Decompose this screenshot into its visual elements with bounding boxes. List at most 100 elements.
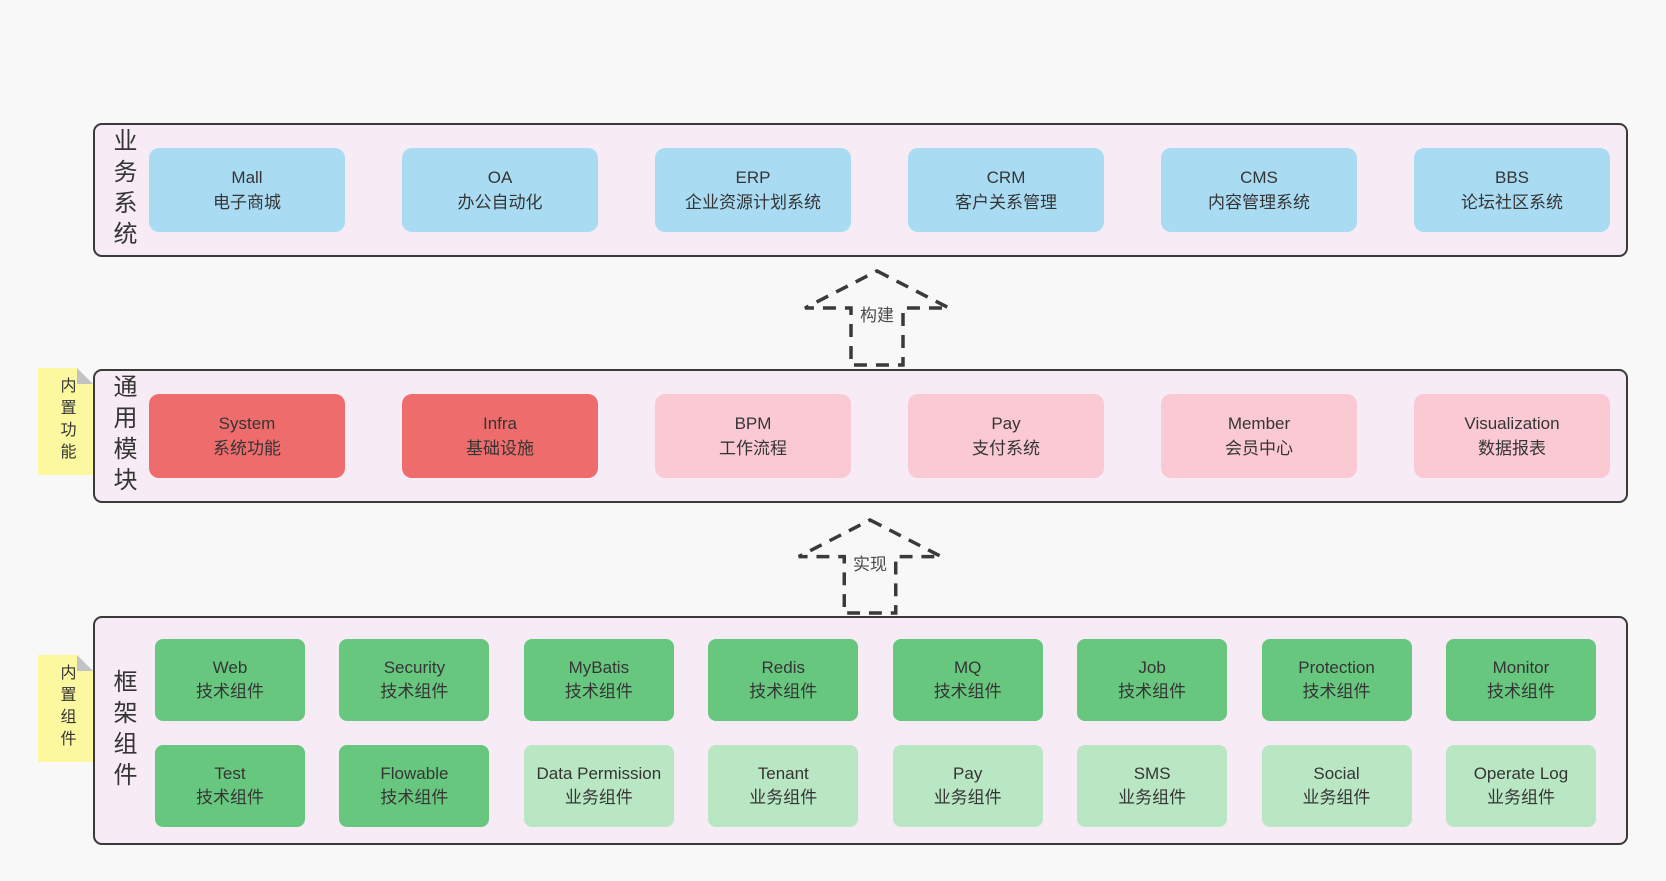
node-bpm: BPM 工作流程: [655, 394, 851, 478]
node-desc: 论坛社区系统: [1461, 193, 1563, 212]
node-name: Pay: [953, 764, 983, 783]
node-desc: 业务组件: [564, 788, 633, 807]
node-desc: 技术组件: [380, 788, 449, 807]
node-web: Web 技术组件: [155, 639, 305, 721]
common-modules-nodes: System 系统功能 Infra 基础设施 BPM 工作流程 Pay 支付系统…: [149, 371, 1610, 501]
node-desc: 数据报表: [1478, 439, 1546, 458]
node-desc: 业务组件: [933, 788, 1002, 807]
band-framework-components-label: 框架组件: [109, 668, 136, 793]
sticky-built-in-components-label: 内置组件: [57, 664, 75, 752]
node-name: ERP: [735, 168, 771, 187]
node-name: Mall: [231, 168, 263, 187]
node-job: Job 技术组件: [1077, 639, 1228, 721]
node-redis: Redis 技术组件: [708, 639, 859, 721]
node-member: Member 会员中心: [1161, 394, 1357, 478]
node-bbs: BBS 论坛社区系统: [1414, 148, 1610, 232]
node-desc: 技术组件: [933, 682, 1002, 701]
up-arrow-implement-icon: 实现: [795, 517, 945, 616]
node-name: Member: [1227, 414, 1291, 433]
sticky-built-in-components: 内置组件: [38, 655, 93, 762]
node-pay-component: Pay 业务组件: [892, 745, 1043, 827]
node-name: System: [218, 414, 276, 433]
node-tenant: Tenant 业务组件: [708, 745, 859, 827]
node-sms: SMS 业务组件: [1077, 745, 1228, 827]
sticky-built-in-features-label: 内置功能: [57, 377, 75, 465]
node-name: Monitor: [1492, 658, 1550, 677]
node-operate-log: Operate Log 业务组件: [1445, 745, 1596, 827]
node-desc: 系统功能: [213, 439, 281, 458]
band-framework-components: 框架组件 Web 技术组件 Security 技术组件 MyBatis 技术组件…: [93, 616, 1628, 845]
node-name: Redis: [761, 658, 805, 677]
node-name: Pay: [991, 414, 1021, 433]
node-name: Protection: [1298, 658, 1375, 677]
node-data-permission: Data Permission 业务组件: [523, 745, 674, 827]
node-system: System 系统功能: [149, 394, 345, 478]
up-arrow-build-icon: 构建: [802, 268, 952, 368]
node-monitor: Monitor 技术组件: [1445, 639, 1596, 721]
framework-components-row-2: Test 技术组件 Flowable 技术组件 Data Permission …: [155, 745, 1596, 827]
node-desc: 技术组件: [564, 682, 633, 701]
business-systems-nodes: Mall 电子商城 OA 办公自动化 ERP 企业资源计划系统 CRM 客户关系…: [149, 125, 1610, 255]
node-desc: 技术组件: [1118, 682, 1187, 701]
node-desc: 技术组件: [749, 682, 818, 701]
node-desc: 技术组件: [1302, 682, 1371, 701]
node-name: SMS: [1133, 764, 1171, 783]
node-cms: CMS 内容管理系统: [1161, 148, 1357, 232]
node-name: Infra: [482, 414, 518, 433]
node-desc: 技术组件: [196, 682, 264, 701]
node-social: Social 业务组件: [1261, 745, 1412, 827]
node-name: BPM: [734, 414, 772, 433]
node-pay-system: Pay 支付系统: [908, 394, 1104, 478]
framework-components-nodes: Web 技术组件 Security 技术组件 MyBatis 技术组件 Redi…: [155, 639, 1596, 827]
node-name: MQ: [953, 658, 982, 677]
node-mq: MQ 技术组件: [892, 639, 1043, 721]
sticky-paper: [38, 655, 93, 762]
band-business-systems: 业务系统 Mall 电子商城 OA 办公自动化 ERP 企业资源计划系统 CRM…: [93, 123, 1628, 257]
node-desc: 技术组件: [1486, 682, 1555, 701]
node-name: Test: [214, 764, 246, 783]
node-name: BBS: [1494, 168, 1530, 187]
node-desc: 业务组件: [1118, 788, 1187, 807]
band-common-modules-label: 通用模块: [109, 374, 136, 498]
node-erp: ERP 企业资源计划系统: [655, 148, 851, 232]
folded-corner-icon: [77, 655, 93, 671]
node-oa: OA 办公自动化: [402, 148, 598, 232]
node-infra: Infra 基础设施: [402, 394, 598, 478]
node-desc: 客户关系管理: [955, 193, 1057, 212]
node-name: OA: [487, 168, 513, 187]
node-desc: 企业资源计划系统: [685, 193, 821, 212]
node-name: Tenant: [757, 764, 809, 783]
node-mybatis: MyBatis 技术组件: [523, 639, 674, 721]
node-flowable: Flowable 技术组件: [339, 745, 490, 827]
node-name: Web: [212, 658, 248, 677]
node-desc: 技术组件: [380, 682, 449, 701]
node-desc: 电子商城: [213, 193, 281, 212]
node-desc: 会员中心: [1225, 439, 1293, 458]
node-name: Security: [383, 658, 446, 677]
node-crm: CRM 客户关系管理: [908, 148, 1104, 232]
sticky-paper: [38, 368, 93, 475]
node-name: Social: [1313, 764, 1360, 783]
folded-corner-icon: [77, 368, 93, 384]
node-mall: Mall 电子商城: [149, 148, 345, 232]
dashed-up-arrow-icon: [797, 518, 943, 615]
arrow-build-label: 构建: [856, 300, 898, 327]
node-desc: 业务组件: [1302, 788, 1371, 807]
sticky-built-in-features: 内置功能: [38, 368, 93, 475]
node-name: Data Permission: [536, 764, 662, 783]
node-desc: 业务组件: [1486, 788, 1555, 807]
node-name: CMS: [1240, 168, 1278, 187]
arrow-implement-label: 实现: [849, 549, 891, 576]
node-desc: 业务组件: [749, 788, 818, 807]
node-visualization: Visualization 数据报表: [1414, 394, 1610, 478]
dashed-up-arrow-icon: [804, 269, 950, 367]
node-name: Job: [1138, 658, 1166, 677]
node-desc: 基础设施: [466, 439, 534, 458]
node-test: Test 技术组件: [155, 745, 305, 827]
node-name: Operate Log: [1473, 764, 1569, 783]
node-name: Flowable: [380, 764, 449, 783]
node-protection: Protection 技术组件: [1261, 639, 1412, 721]
node-security: Security 技术组件: [339, 639, 490, 721]
node-name: MyBatis: [568, 658, 630, 677]
